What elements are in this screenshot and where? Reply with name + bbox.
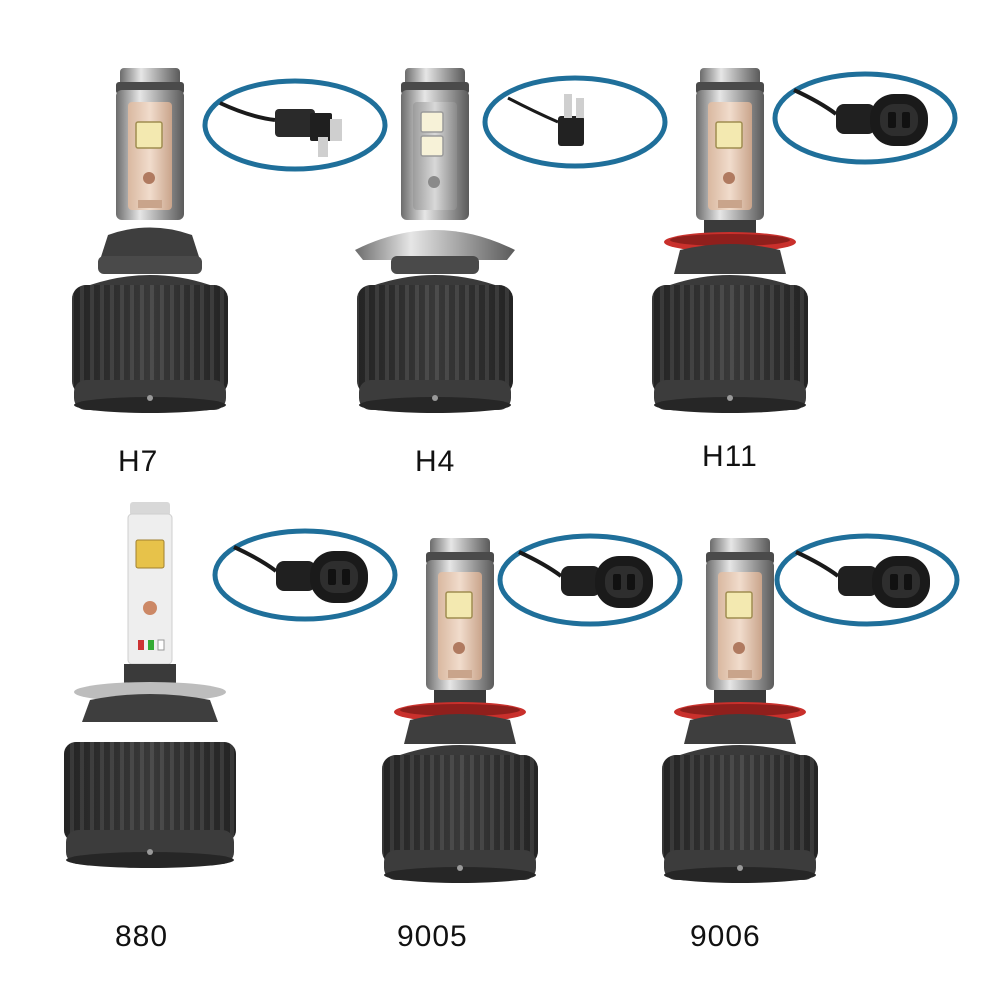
- bulb-card-9005: 9005: [360, 530, 660, 990]
- oval-plug-icon: [772, 530, 962, 630]
- bulb-card-880: 880: [50, 500, 350, 960]
- bulb-label: 880: [115, 920, 169, 953]
- bulb-card-h7: H7: [50, 60, 350, 520]
- bulb-label: 9005: [397, 920, 468, 953]
- oval-plug-icon: [770, 68, 960, 168]
- bulb-label: H11: [702, 440, 758, 473]
- bulb-card-9006: 9006: [640, 530, 940, 990]
- bulb-label: H7: [118, 445, 159, 478]
- bulb-label: 9006: [690, 920, 761, 953]
- bulb-card-h11: H11: [630, 60, 930, 520]
- bulb-card-h4: H4: [335, 60, 635, 520]
- bulb-label: H4: [415, 445, 456, 478]
